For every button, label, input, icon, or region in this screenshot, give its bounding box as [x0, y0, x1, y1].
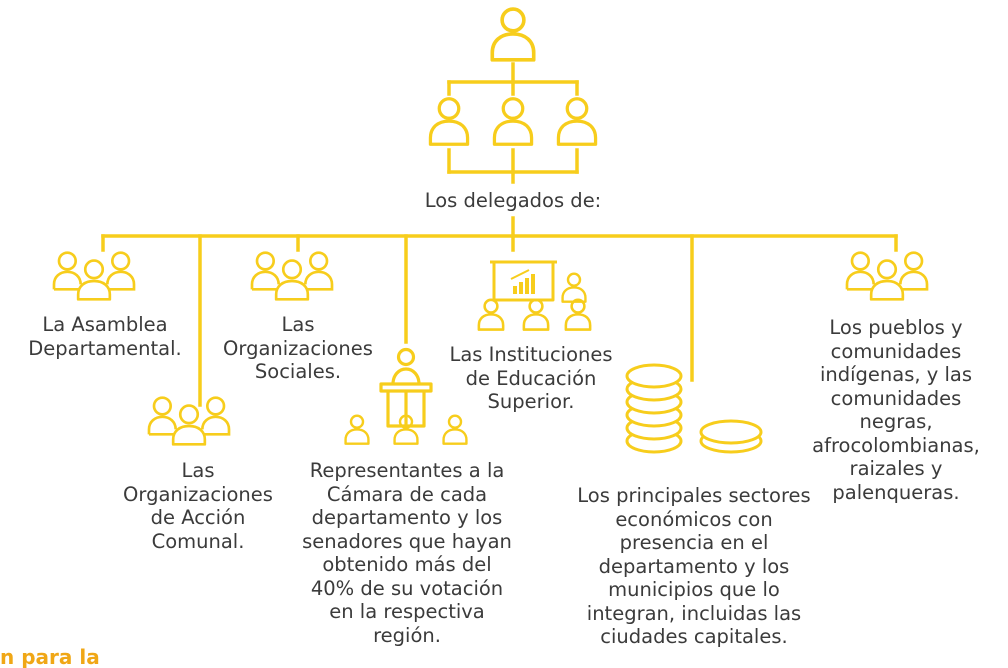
group-icon [250, 251, 334, 301]
person-icon [492, 97, 534, 146]
group-icon [845, 251, 929, 301]
branch-label-pueblos: Los pueblos y comunidades indígenas, y l… [812, 316, 980, 504]
coins-icon [625, 363, 763, 454]
group-icon [52, 251, 136, 301]
footer-text: n para la [0, 645, 100, 668]
presentation-board-icon [477, 260, 592, 331]
branch-label-asamblea: La Asamblea Departamental. [28, 313, 182, 360]
branch-label-accion-comunal: Las Organizaciones de Acción Comunal. [123, 459, 273, 553]
person-icon [490, 7, 536, 62]
podium-speaker-icon [344, 347, 468, 445]
branch-label-sectores: Los principales sectores económicos con … [577, 484, 811, 648]
person-icon [556, 97, 598, 146]
branch-label-instituciones: Las Instituciones de Educación Superior. [449, 343, 613, 413]
group-icon [147, 396, 231, 446]
person-icon [428, 97, 470, 146]
delegates-heading: Los delegados de: [424, 189, 602, 212]
connector-lines [101, 62, 898, 407]
branch-label-representantes: Representantes a la Cámara de cada depar… [302, 459, 512, 647]
branch-label-org-sociales: Las Organizaciones Sociales. [223, 313, 373, 383]
